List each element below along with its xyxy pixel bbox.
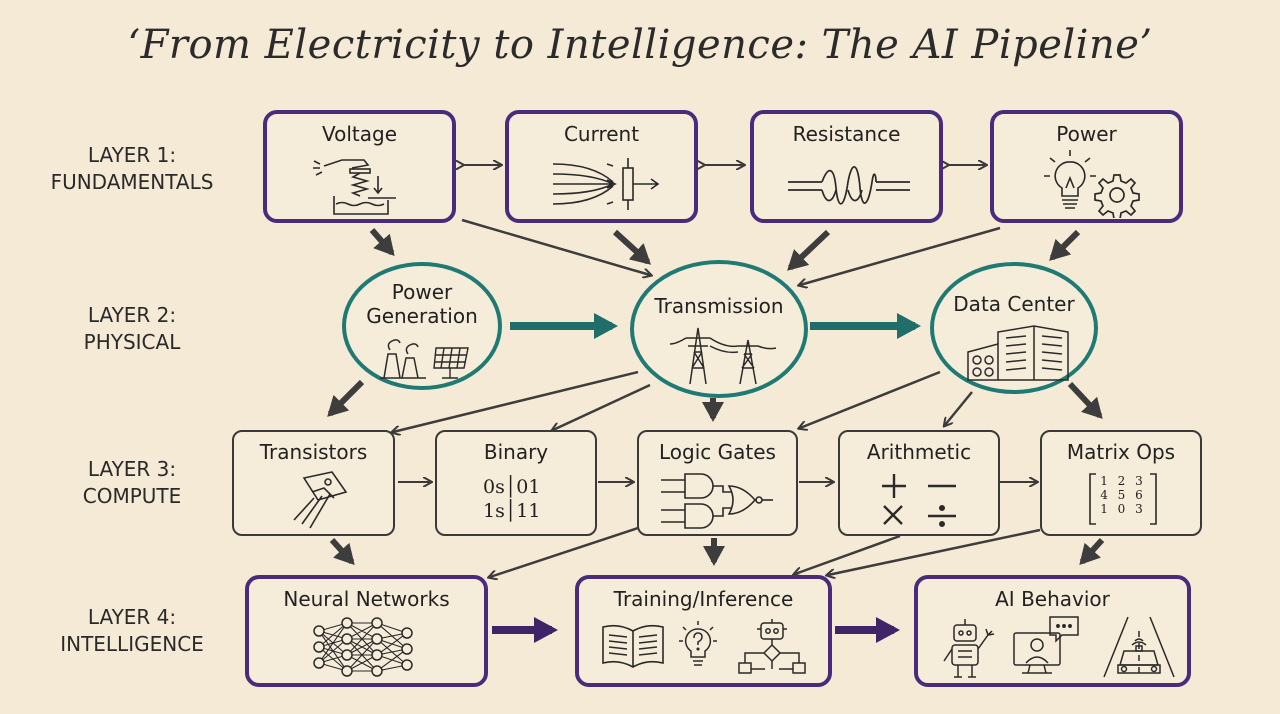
node-power-label: Power: [1056, 122, 1117, 146]
gear-icon: [1094, 174, 1140, 218]
matrix-row-2: 4 5 6: [1100, 488, 1146, 502]
layer-3-number: LAYER 3:: [87, 457, 177, 481]
node-transistors-label: Transistors: [259, 440, 368, 464]
node-matrix-ops-label: Matrix Ops: [1066, 440, 1176, 464]
node-power-generation-label: Power Generation: [346, 280, 498, 328]
arrow-transmission-transistors: [393, 370, 639, 432]
layer-3-name: COMPUTE: [82, 484, 182, 508]
node-resistance-label: Resistance: [792, 122, 901, 146]
node-current-label: Current: [563, 122, 640, 146]
node-arithmetic-label: Arithmetic: [866, 440, 972, 464]
layer-4-name: INTELLIGENCE: [60, 632, 204, 656]
matrix-row-1: 1 2 3: [1100, 474, 1146, 488]
arrow-datacenter-arithmetic: [945, 391, 973, 425]
robot-flowchart-icon: [738, 619, 806, 674]
arrow-matrixops-aibehavior: [1079, 537, 1105, 565]
arrow-voltage-transmission: [461, 218, 650, 275]
node-voltage-label: Voltage: [321, 122, 398, 146]
arrow-matrixops-training: [828, 528, 1041, 575]
node-ai-behavior: AI Behavior: [914, 575, 1191, 687]
node-current: Current: [505, 110, 698, 223]
matrix-bracket-icon: [1089, 473, 1157, 525]
node-training-inference-label: Training/Inference: [613, 587, 794, 611]
matrix-row-3: 1 0 3: [1100, 502, 1146, 516]
hand-press-icon: [313, 159, 396, 215]
node-power-generation-line2: Generation: [366, 304, 478, 328]
node-transmission: Transmission: [630, 260, 808, 398]
flowchart-icon: [738, 639, 806, 674]
robot-icon: [757, 619, 787, 640]
node-power-generation: Power Generation: [342, 262, 502, 390]
node-data-center-label: Data Center: [953, 292, 1075, 316]
logic-gate-icon: [661, 473, 773, 529]
layer-2-number: LAYER 2:: [87, 303, 177, 327]
arrow-transmission-binary: [553, 383, 651, 430]
factory-icon: [380, 339, 426, 379]
node-binary: Binary 0s│01 1s│11: [435, 430, 597, 536]
node-voltage: Voltage: [263, 110, 456, 223]
node-logic-gates: Logic Gates: [637, 430, 798, 536]
video-chat-icon: [1013, 616, 1079, 674]
node-arithmetic: Arithmetic: [838, 430, 1000, 536]
layer-4-label: LAYER 4: INTELLIGENCE: [32, 604, 232, 658]
arrow-datacenter-matrixops: [1067, 381, 1103, 419]
node-data-center: Data Center: [930, 262, 1098, 394]
pylon-icon: [669, 327, 777, 385]
coil-icon: [788, 166, 910, 205]
binary-row-2: 1s│11: [483, 500, 541, 522]
arrow-logicgates-neural: [490, 526, 639, 577]
node-binary-label: Binary: [483, 440, 549, 464]
node-power: Power: [990, 110, 1183, 223]
node-power-generation-line1: Power: [391, 280, 453, 304]
current-flow-icon: [552, 158, 660, 210]
node-transistors: Transistors: [232, 430, 395, 536]
layer-4-number: LAYER 4:: [87, 605, 177, 629]
arrow-datacenter-logicgates: [800, 370, 941, 428]
diagram-title: ‘From Electricity to Intelligence: The A…: [127, 22, 1153, 68]
node-ai-behavior-label: AI Behavior: [995, 587, 1110, 611]
transistor-icon: [293, 471, 348, 529]
node-neural-networks-label: Neural Networks: [283, 587, 450, 611]
neural-net-icon: [313, 617, 413, 677]
arrow-voltage-powergen: [369, 228, 395, 257]
arrow-transistors-neural: [329, 537, 355, 565]
lightbulb-icon: [1044, 150, 1096, 209]
node-training-inference: Training/Inference: [575, 575, 832, 687]
arrow-arithmetic-training: [795, 534, 901, 574]
arrow-current-transmission: [612, 229, 651, 265]
binary-row-1: 0s│01: [483, 476, 541, 498]
lightbulb-question-icon: [679, 621, 717, 666]
arrow-resistance-transmission: [787, 229, 831, 271]
matrix-values: 1 2 3 4 5 6 1 0 3: [1094, 474, 1152, 516]
robot-waving-icon: [943, 619, 995, 678]
node-logic-gates-label: Logic Gates: [659, 440, 776, 464]
layer-2-label: LAYER 2: PHYSICAL: [32, 302, 232, 356]
node-matrix-ops: Matrix Ops 1 2 3 4 5 6 1 0 3: [1040, 430, 1202, 536]
arrow-power-datacenter: [1049, 229, 1081, 261]
self-driving-car-icon: [1103, 616, 1175, 678]
server-building-icon: [967, 325, 1069, 381]
book-icon: [602, 624, 664, 668]
node-neural-networks: Neural Networks: [245, 575, 488, 687]
math-operators-icon: [882, 474, 956, 528]
layer-2-name: PHYSICAL: [83, 330, 181, 354]
node-transmission-label: Transmission: [654, 294, 784, 318]
solar-panel-icon: [433, 347, 469, 379]
arrow-power-transmission: [800, 226, 1001, 285]
layer-1-number: LAYER 1:: [87, 143, 177, 167]
layer-3-label: LAYER 3: COMPUTE: [32, 456, 232, 510]
node-resistance: Resistance: [750, 110, 943, 223]
layer-1-label: LAYER 1: FUNDAMENTALS: [32, 142, 232, 196]
layer-1-name: FUNDAMENTALS: [50, 170, 214, 194]
arrow-powergen-transistors: [327, 379, 365, 417]
